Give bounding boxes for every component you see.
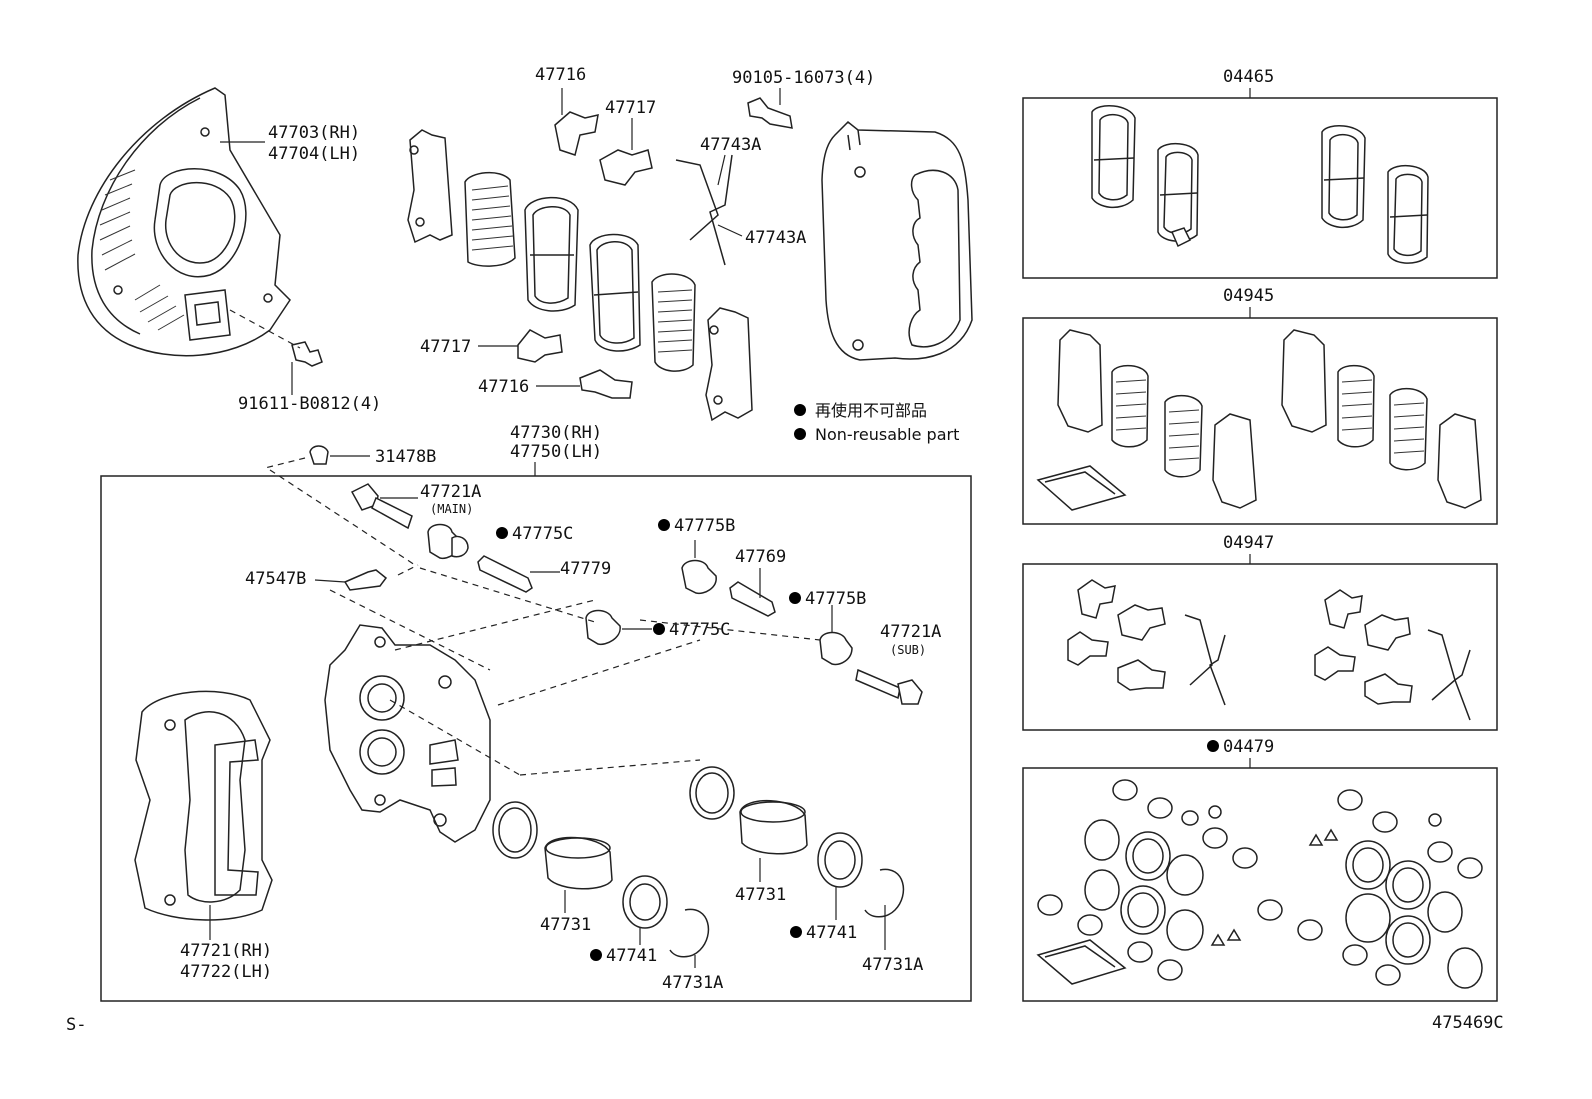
piston-set-right-illustration [689, 766, 905, 918]
label-spring-47743a-2: 47743A [745, 228, 806, 248]
label-bolt-sub-sub: (SUB) [890, 643, 926, 657]
legend-marker-jp [794, 404, 806, 416]
boot-47775c-top-illustration [427, 523, 469, 560]
caliper-assembly-box [100, 475, 972, 1002]
label-kit-04947: 04947 [1223, 533, 1274, 553]
label-bleeder-47547b: 47547B [245, 569, 306, 589]
label-mount-lh: 47722(LH) [180, 962, 272, 982]
kit-04947-box [1022, 563, 1498, 731]
label-cap-31478b: 31478B [375, 447, 436, 467]
label-kit-04479: 04479 [1223, 737, 1274, 757]
label-ring-1: 47731A [662, 973, 723, 993]
label-bolt-main: 47721A [420, 482, 481, 502]
label-ring-2: 47731A [862, 955, 923, 975]
label-bolt-sub: 47721A [880, 622, 941, 642]
boot-47775c-mid-illustration [585, 609, 621, 646]
caliper-exterior-illustration [821, 120, 973, 361]
kit-04465-box [1022, 97, 1498, 279]
brake-pad-illustration [407, 97, 793, 422]
label-boot-47775b-2: 47775B [805, 589, 866, 609]
boot-47775b-right-illustration [819, 631, 853, 666]
label-pin-47779: 47779 [560, 559, 611, 579]
boot-47775b-top-illustration [681, 540, 717, 595]
label-piston-2: 47731 [735, 885, 786, 905]
label-shield-rh: 47703(RH) [268, 123, 360, 143]
kit-04465-pads [1091, 105, 1429, 264]
kit-04479-box [1022, 767, 1498, 1002]
label-kit-04945: 04945 [1223, 286, 1274, 306]
label-spring-47743a-1: 47743A [700, 135, 761, 155]
label-shield-lh: 47704(LH) [268, 144, 360, 164]
label-caliper-lh: 47750(LH) [510, 442, 602, 462]
diagram-id: 475469C [1432, 1013, 1504, 1033]
label-bolt-main-sub: (MAIN) [430, 502, 473, 516]
label-pin-47769: 47769 [735, 547, 786, 567]
caliper-body-illustration [324, 624, 491, 843]
label-boot-47775b-1: 47775B [674, 516, 735, 536]
kit-04479-seals [1036, 779, 1483, 989]
label-kit-04465: 04465 [1223, 67, 1274, 87]
pin-47779-illustration [477, 555, 533, 593]
label-bolt-90105: 90105-16073(4) [732, 68, 875, 88]
label-seal-2: 47741 [806, 923, 857, 943]
label-clip-47717-bottom: 47717 [420, 337, 471, 357]
label-seal-1: 47741 [606, 946, 657, 966]
label-clip-47717-top: 47717 [605, 98, 656, 118]
label-boot-47775c-1: 47775C [512, 524, 573, 544]
piston-set-left-illustration [492, 801, 710, 958]
legend-japanese: 再使用不可部品 [815, 401, 927, 420]
label-boot-47775c-2: 47775C [669, 620, 730, 640]
label-caliper-rh: 47730(RH) [510, 423, 602, 443]
label-mount-rh: 47721(RH) [180, 941, 272, 961]
kit-04945-shims [1036, 329, 1482, 511]
mounting-bracket-illustration [134, 690, 273, 921]
kit-04945-box [1022, 317, 1498, 525]
label-clip-47716-top: 47716 [535, 65, 586, 85]
dust-shield-illustration [77, 87, 323, 367]
label-piston-1: 47731 [540, 915, 591, 935]
bleeder-illustration [343, 569, 388, 591]
corner-marker: S- [66, 1015, 86, 1035]
legend-english: Non-reusable part [815, 425, 959, 444]
label-clip-47716-bottom: 47716 [478, 377, 529, 397]
pin-47769-illustration [729, 581, 776, 617]
bolt-main-illustration [350, 483, 413, 530]
kit-04947-clips [1067, 579, 1471, 721]
bolt-sub-illustration [855, 668, 923, 705]
label-shield-bolt: 91611-B0812(4) [238, 394, 381, 414]
legend-marker-en [794, 428, 806, 440]
